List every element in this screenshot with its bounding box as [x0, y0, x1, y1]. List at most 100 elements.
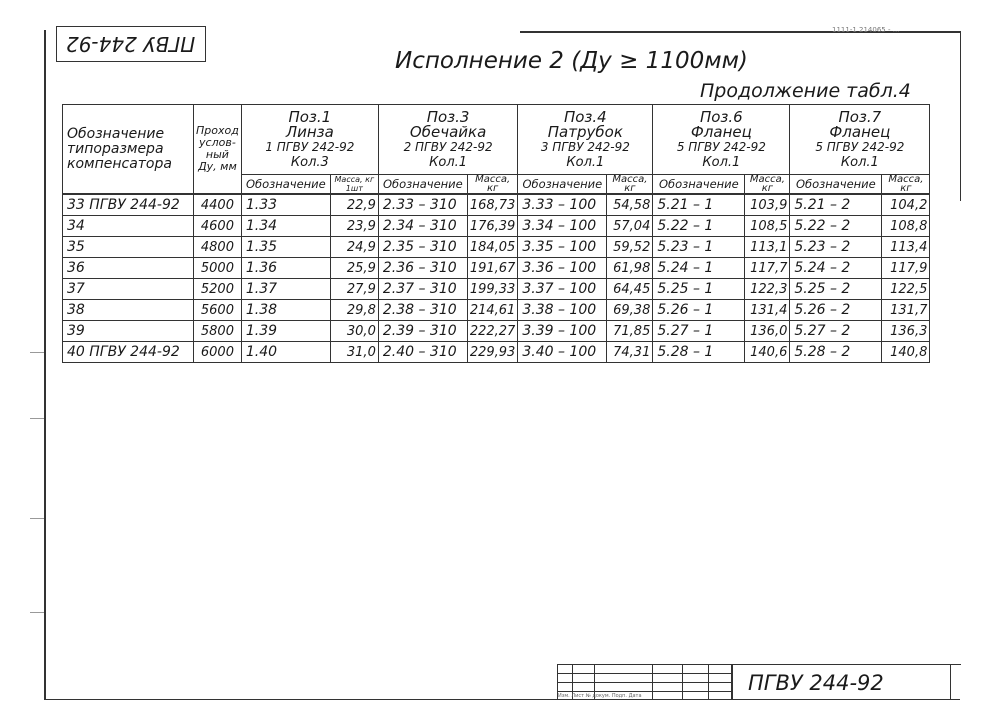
cell-designation: 35: [62, 236, 194, 258]
cell-pos3-mass: 176,39: [466, 215, 519, 237]
pos1-name: Линза: [285, 122, 334, 141]
cell-pos4-mass: 74,31: [606, 341, 654, 363]
cell-pos6-designation: 5.27 – 1: [652, 320, 746, 342]
pos7-name: Фланец: [829, 122, 891, 141]
cell-pos7-mass: 108,8: [881, 215, 931, 237]
cell-pos4-designation: 3.36 – 100: [517, 257, 608, 279]
cell-pos1-designation: 1.38: [240, 299, 331, 321]
frame-bottom-border: [46, 699, 960, 700]
cell-pos1-designation: 1.39: [240, 320, 331, 342]
cell-pos7-designation: 5.21 – 2: [789, 193, 883, 216]
page-heading: Исполнение 2 (Ду ≥ 1100мм): [395, 48, 748, 74]
cell-pos3-mass: 191,67: [466, 257, 519, 279]
title-block-divider: [731, 665, 733, 700]
cell-pos4-mass: 59,52: [606, 236, 654, 258]
title-row-line: [558, 682, 731, 683]
pos1-sub-mass: Масса, кг 1шт: [329, 174, 379, 195]
cell-pass: 5200: [193, 278, 242, 300]
cell-pass: 4400: [193, 193, 242, 216]
cell-pos6-mass: 136,0: [744, 320, 791, 342]
pos7-doc: 5 ПГВУ 242-92: [815, 139, 905, 154]
cell-pos6-designation: 5.24 – 1: [652, 257, 746, 279]
cell-pos6-designation: 5.28 – 1: [652, 341, 746, 363]
corner-stamp: ПГВУ 244-92: [56, 26, 206, 62]
frame-left-border: [44, 30, 46, 700]
title-row-line: [558, 673, 731, 674]
cell-pos6-mass: 103,9: [744, 193, 791, 216]
cell-pos6-designation: 5.22 – 1: [652, 215, 746, 237]
pos1-qty: Кол.3: [290, 154, 329, 170]
side-margin-line: [30, 518, 44, 519]
cell-pos7-designation: 5.23 – 2: [789, 236, 883, 258]
cell-pos6-mass: 140,6: [744, 341, 791, 363]
cell-pos6-designation: 5.25 – 1: [652, 278, 746, 300]
pos7-sub-designation: Обозначение: [789, 174, 883, 195]
pos6-doc: 5 ПГВУ 242-92: [676, 139, 766, 154]
cell-pos7-mass: 113,4: [881, 236, 931, 258]
cell-pos1-designation: 1.40: [240, 341, 331, 363]
cell-pos6-mass: 122,3: [744, 278, 791, 300]
col-header-pass: Проход услов-ный Ду, мм: [193, 104, 242, 195]
cell-pos7-designation: 5.28 – 2: [789, 341, 883, 363]
cell-pos1-mass: 29,8: [329, 299, 379, 321]
cell-pos4-designation: 3.39 – 100: [517, 320, 608, 342]
document-code: ПГВУ 244-92: [748, 671, 884, 695]
cell-pass: 4800: [193, 236, 242, 258]
cell-pos1-designation: 1.35: [240, 236, 331, 258]
cell-pos3-mass: 214,61: [466, 299, 519, 321]
cell-pos3-designation: 2.33 – 310: [377, 193, 468, 216]
cell-pos1-designation: 1.33: [240, 193, 331, 216]
cell-pass: 5000: [193, 257, 242, 279]
pos7-qty: Кол.1: [840, 154, 879, 170]
pos3-sub-mass: Масса, кг: [466, 174, 519, 195]
cell-pos1-mass: 31,0: [329, 341, 379, 363]
cell-pos4-designation: 3.34 – 100: [517, 215, 608, 237]
cell-pos3-designation: 2.37 – 310: [377, 278, 468, 300]
cell-designation: 33 ПГВУ 244-92: [62, 193, 194, 216]
pos6-sub-designation: Обозначение: [652, 174, 746, 195]
cell-pos6-designation: 5.26 – 1: [652, 299, 746, 321]
pos3-sub-designation: Обозначение: [377, 174, 468, 195]
cell-pos1-designation: 1.34: [240, 215, 331, 237]
cell-designation: 34: [62, 215, 194, 237]
cell-pos7-mass: 131,7: [881, 299, 931, 321]
pos4-number: Поз.4: [563, 107, 607, 126]
cell-pass: 4600: [193, 215, 242, 237]
cell-pos1-designation: 1.36: [240, 257, 331, 279]
cell-pass: 5600: [193, 299, 242, 321]
pos4-sub-designation: Обозначение: [517, 174, 608, 195]
cell-pos7-mass: 122,5: [881, 278, 931, 300]
cell-pos3-designation: 2.39 – 310: [377, 320, 468, 342]
cell-pos3-designation: 2.35 – 310: [377, 236, 468, 258]
cell-pos1-designation: 1.37: [240, 278, 331, 300]
cell-pos6-mass: 117,7: [744, 257, 791, 279]
group-header-pos7: Поз.7 Фланец 5 ПГВУ 242-92 Кол.1: [789, 104, 931, 175]
cell-pos6-mass: 108,5: [744, 215, 791, 237]
top-note: 1111-1 214065 - ...: [832, 26, 900, 34]
cell-pass: 5800: [193, 320, 242, 342]
cell-pass: 6000: [193, 341, 242, 363]
cell-pos6-mass: 131,4: [744, 299, 791, 321]
cell-pos7-mass: 117,9: [881, 257, 931, 279]
frame-top-border: [520, 31, 960, 33]
pos4-sub-mass: Масса, кг: [606, 174, 654, 195]
cell-designation: 39: [62, 320, 194, 342]
cell-pos7-designation: 5.25 – 2: [789, 278, 883, 300]
cell-pos3-mass: 184,05: [466, 236, 519, 258]
cell-pos3-mass: 168,73: [466, 193, 519, 216]
cell-pos7-mass: 136,3: [881, 320, 931, 342]
group-header-pos1: Поз.1 Линза 1 ПГВУ 242-92 Кол.3: [240, 104, 379, 175]
cell-pos4-mass: 61,98: [606, 257, 654, 279]
group-header-pos4: Поз.4 Патрубок 3 ПГВУ 242-92 Кол.1: [517, 104, 654, 175]
cell-pos3-designation: 2.34 – 310: [377, 215, 468, 237]
cell-pos1-mass: 27,9: [329, 278, 379, 300]
cell-pos3-mass: 222,27: [466, 320, 519, 342]
corner-stamp-text: ПГВУ 244-92: [66, 32, 196, 56]
pos7-sub-mass: Масса, кг: [881, 174, 931, 195]
